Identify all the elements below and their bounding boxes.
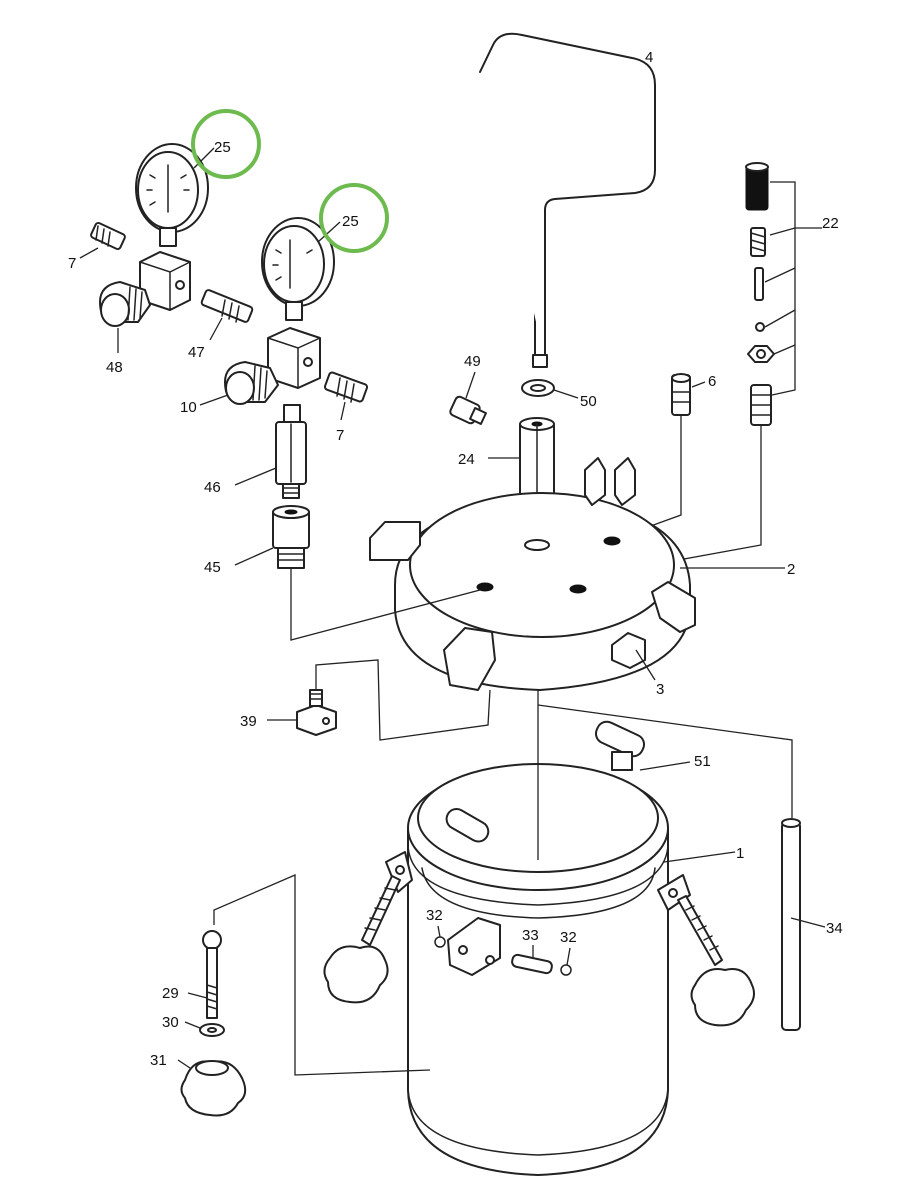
highlight-circle-25-lower <box>319 183 389 253</box>
part-39-mounting-block <box>267 659 491 741</box>
callout-31: 31 <box>150 1052 167 1069</box>
part-22-safety-valve-assembly <box>579 162 822 579</box>
lid-clamp-ear <box>369 457 696 691</box>
callout-7-upper: 7 <box>68 255 76 272</box>
part-49-fitting <box>449 371 487 425</box>
callout-49: 49 <box>464 353 481 370</box>
part-30-washer <box>184 1021 225 1037</box>
callout-10: 10 <box>180 399 197 416</box>
callout-47: 47 <box>188 344 205 361</box>
adjusting-knob-10 <box>199 361 279 406</box>
part-45-coupler <box>234 505 481 641</box>
fitting-7-lower <box>323 371 369 421</box>
callout-3: 3 <box>656 681 664 698</box>
fitting-47-nipple <box>200 289 254 341</box>
part-46-extension <box>234 421 307 499</box>
callout-6: 6 <box>708 373 716 390</box>
callout-32-right: 32 <box>560 929 577 946</box>
regulator-body-upper <box>79 221 254 353</box>
callout-46: 46 <box>204 479 221 496</box>
valve-spring <box>750 227 766 257</box>
callout-50: 50 <box>580 393 597 410</box>
adjusting-knob-48 <box>99 281 151 353</box>
callout-34: 34 <box>826 920 843 937</box>
part-50-nut <box>521 379 579 399</box>
part-29-eye-bolt <box>187 930 222 1019</box>
callout-48: 48 <box>106 359 123 376</box>
callout-22: 22 <box>822 215 839 232</box>
callout-33: 33 <box>522 927 539 944</box>
gauge-25-lower <box>261 217 341 321</box>
callout-45: 45 <box>204 559 221 576</box>
part-24-outlet-fitting <box>488 417 555 517</box>
valve-ball <box>755 322 765 332</box>
clamp-bolt-right <box>657 874 755 1027</box>
part-33-pivot-pin-bracket <box>434 917 572 976</box>
clamp-bolt-left <box>323 851 413 1004</box>
highlight-circle-25-upper <box>191 109 261 179</box>
valve-stem <box>754 267 764 301</box>
part-34-siphon-pipe <box>537 704 826 1031</box>
callout-29: 29 <box>162 985 179 1002</box>
part-1-pressure-tank <box>407 690 736 1176</box>
callout-1: 1 <box>736 845 744 862</box>
callout-labels: 25 25 4 22 7 7 48 47 10 49 50 6 24 46 45… <box>68 49 843 1069</box>
part-31-star-knob <box>177 1059 247 1117</box>
callout-39: 39 <box>240 713 257 730</box>
callout-25-lower: 25 <box>342 213 359 230</box>
callout-7-lower: 7 <box>336 427 344 444</box>
part-6-fitting <box>611 373 706 541</box>
regulator-body-lower <box>199 327 369 424</box>
callout-4: 4 <box>645 49 653 66</box>
callout-32-left: 32 <box>426 907 443 924</box>
part-2-lid <box>369 457 785 691</box>
callout-25-upper: 25 <box>214 139 231 156</box>
part-51-handle <box>594 720 691 771</box>
callout-24: 24 <box>458 451 475 468</box>
callout-2: 2 <box>787 561 795 578</box>
callout-51: 51 <box>694 753 711 770</box>
part-4-fluid-tube <box>479 32 656 368</box>
fitting-7-upper <box>79 221 126 259</box>
callout-30: 30 <box>162 1014 179 1031</box>
gauge-25-upper <box>135 143 215 247</box>
